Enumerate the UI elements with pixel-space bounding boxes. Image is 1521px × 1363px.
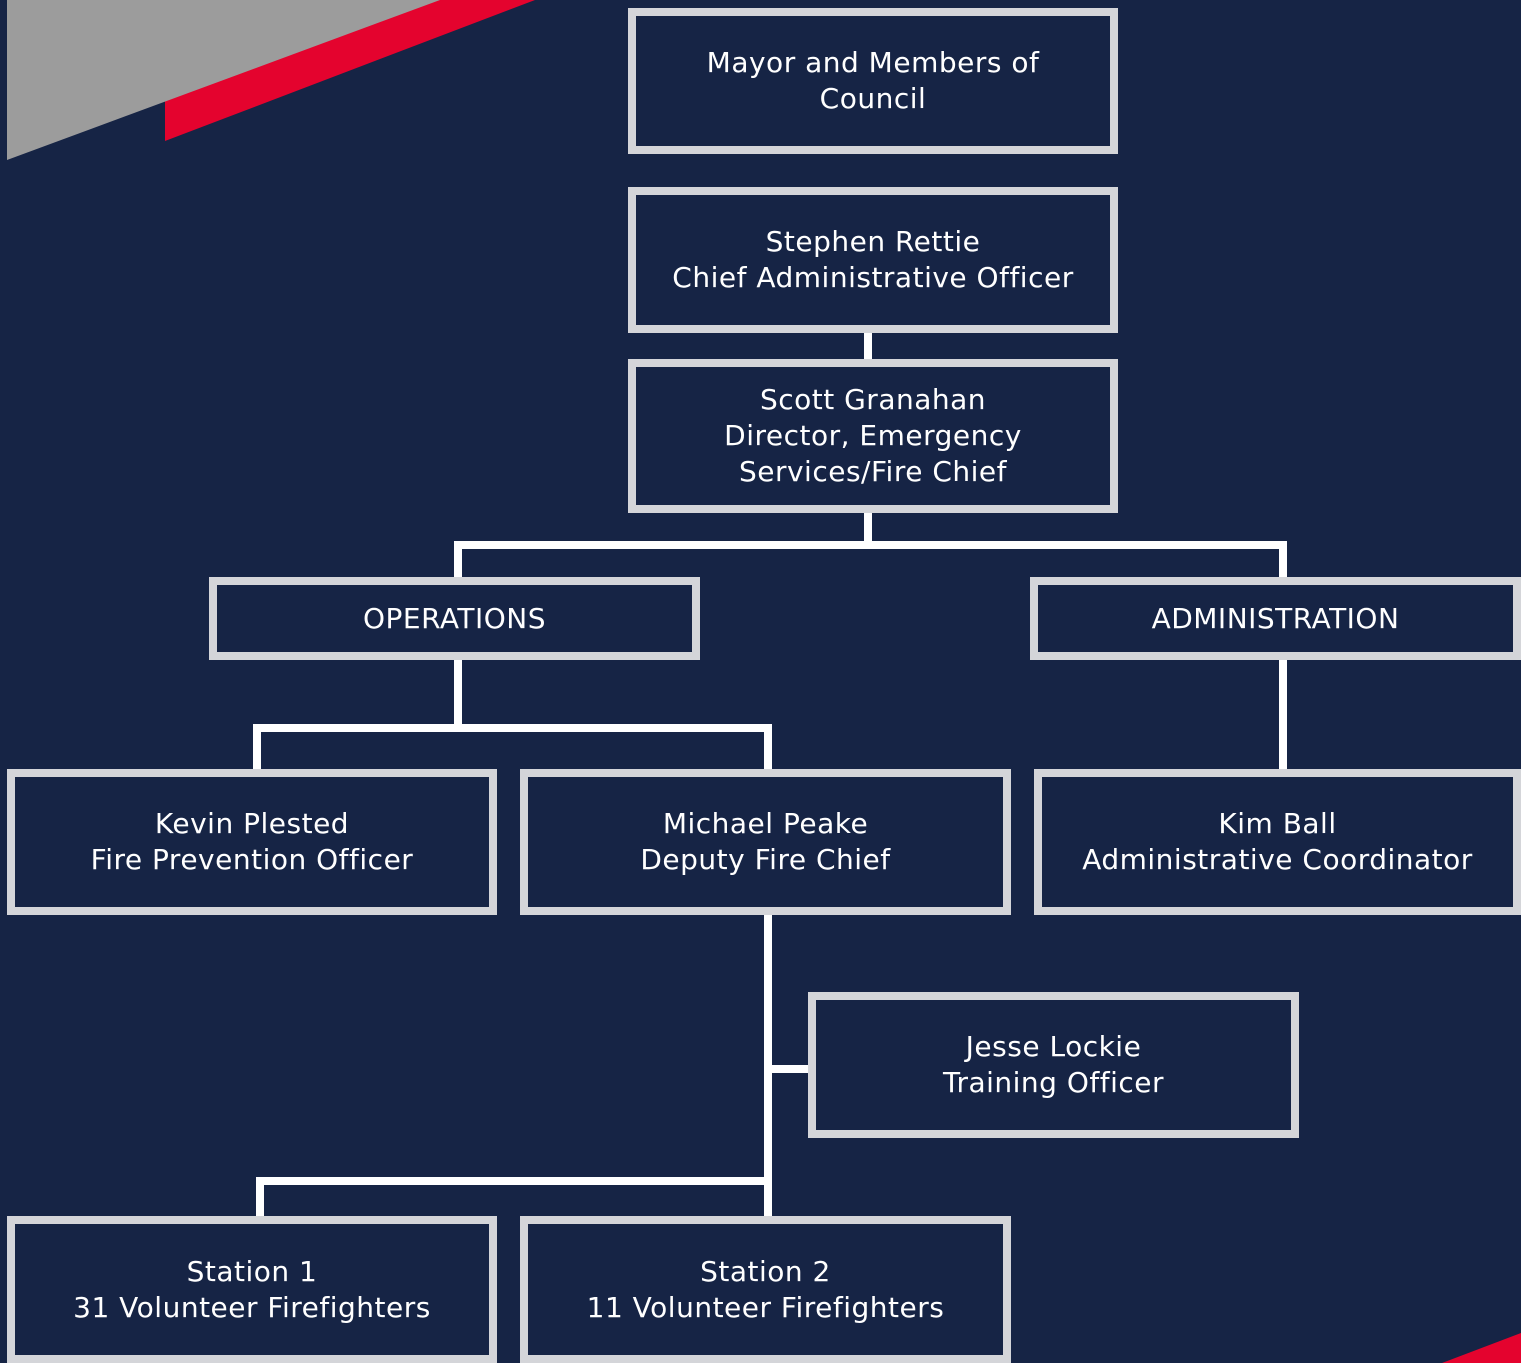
- node-deputy-title: Deputy Fire Chief: [640, 843, 891, 876]
- node-station2-name: Station 2: [700, 1254, 831, 1288]
- node-cao-name: Stephen Rettie: [765, 225, 981, 258]
- connector-to-training: [764, 1065, 808, 1073]
- connector-stations-horizontal: [256, 1177, 772, 1185]
- node-fpo-name: Kevin Plested: [154, 807, 350, 840]
- node-station1-name: Station 1: [186, 1254, 318, 1288]
- node-chief-title-line2: Services/Fire Chief: [738, 455, 1008, 488]
- node-training-title: Training Officer: [942, 1066, 1165, 1099]
- node-operations: OPERATIONS: [209, 577, 700, 660]
- connector-admin-down: [1279, 660, 1287, 769]
- node-station1-detail: 31 Volunteer Firefighters: [73, 1290, 431, 1324]
- concrete-texture-corner: [7, 0, 440, 160]
- red-stripe-top-left: [165, 0, 535, 141]
- connector-to-fire-prevention: [253, 724, 261, 769]
- node-fpo-title: Fire Prevention Officer: [90, 843, 414, 876]
- node-fire-prevention-officer: Kevin Plested Fire Prevention Officer: [7, 769, 497, 915]
- node-coord-name: Kim Ball: [1218, 807, 1337, 840]
- node-chief-name: Scott Granahan: [759, 383, 987, 416]
- connector-operations-down: [454, 660, 462, 730]
- connector-operations-horizontal: [253, 724, 772, 732]
- node-training-officer: Jesse Lockie Training Officer: [808, 992, 1299, 1138]
- node-station-1: Station 1 31 Volunteer Firefighters: [7, 1216, 497, 1363]
- node-mayor-line2: Council: [819, 82, 927, 115]
- node-station2-detail: 11 Volunteer Firefighters: [586, 1290, 945, 1324]
- node-cao: Stephen Rettie Chief Administrative Offi…: [628, 187, 1118, 333]
- node-station-2: Station 2 11 Volunteer Firefighters: [520, 1216, 1011, 1363]
- node-operations-label: OPERATIONS: [362, 601, 547, 635]
- node-chief-title-line1: Director, Emergency: [724, 419, 1022, 452]
- red-stripe-bottom-right: [1442, 1333, 1521, 1363]
- node-administration: ADMINISTRATION: [1030, 577, 1521, 660]
- connector-to-administration: [1279, 541, 1287, 577]
- node-fire-chief: Scott Granahan Director, Emergency Servi…: [628, 359, 1118, 513]
- node-mayor-line1: Mayor and Members of: [706, 46, 1040, 79]
- connector-to-operations: [454, 541, 462, 577]
- connector-to-deputy: [764, 724, 772, 769]
- node-administrative-coordinator: Kim Ball Administrative Coordinator: [1034, 769, 1521, 915]
- node-deputy-name: Michael Peake: [662, 807, 869, 840]
- node-coord-title: Administrative Coordinator: [1082, 843, 1473, 876]
- connector-chief-down: [864, 513, 872, 545]
- node-mayor-council: Mayor and Members of Council: [628, 8, 1118, 154]
- node-training-name: Jesse Lockie: [965, 1030, 1142, 1063]
- node-cao-title: Chief Administrative Officer: [672, 261, 1074, 294]
- node-administration-label: ADMINISTRATION: [1151, 601, 1400, 635]
- connector-branch-horizontal: [454, 541, 1287, 549]
- connector-to-station1: [256, 1177, 264, 1216]
- connector-cao-chief: [864, 333, 872, 359]
- node-deputy-fire-chief: Michael Peake Deputy Fire Chief: [520, 769, 1011, 915]
